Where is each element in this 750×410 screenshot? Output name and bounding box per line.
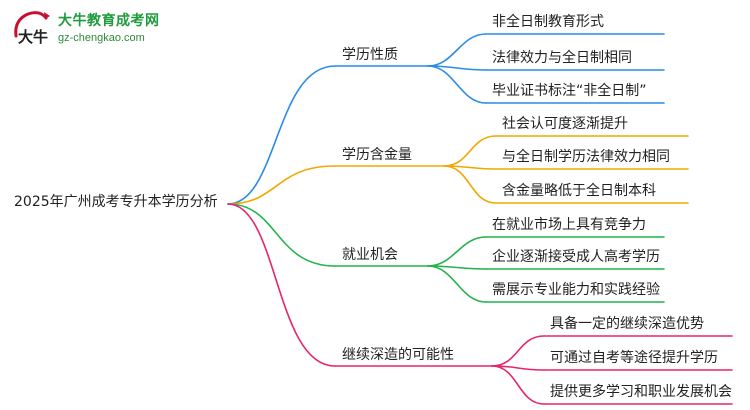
logo-title: 大牛教育成考网: [58, 13, 160, 29]
leaf-label: 提供更多学习和职业发展机会: [550, 384, 732, 400]
logo-mark-icon: 大牛: [14, 11, 50, 46]
branch-to-leaf-connector: [427, 265, 487, 303]
root-to-branch-connector: [227, 203, 336, 367]
leaf-label: 需展示专业能力和实践经验: [492, 282, 660, 298]
leaf-label: 社会认可度逐渐提升: [502, 116, 628, 132]
branch-to-leaf-connector: [427, 65, 487, 104]
leaf-label: 可通过自考等途径提升学历: [550, 350, 718, 366]
leaf-label: 企业逐渐接受成人高考学历: [492, 249, 660, 265]
leaf-label: 具备一定的继续深造优势: [550, 316, 704, 332]
branch-label: 学历性质: [342, 47, 398, 63]
branch-to-leaf-connector: [443, 135, 497, 167]
branch-to-leaf-connector: [491, 335, 545, 367]
branch-to-leaf-connector: [427, 33, 487, 67]
branch-label: 学历含金量: [342, 147, 412, 163]
leaf-label: 法律效力与全日制相同: [492, 50, 632, 66]
branch-label: 继续深造的可能性: [342, 347, 454, 363]
branch-label: 就业机会: [342, 247, 398, 263]
root-to-branch-connector: [227, 65, 336, 205]
root-to-branch-connector: [227, 203, 336, 267]
branch-to-leaf-connector: [491, 365, 545, 405]
leaf-label: 在就业市场上具有竞争力: [492, 217, 646, 233]
branch-to-leaf-connector: [443, 165, 497, 204]
leaf-label: 毕业证书标注“非全日制”: [492, 83, 647, 99]
branch-to-leaf-connector: [427, 236, 487, 267]
leaf-label: 与全日制学历法律效力相同: [502, 149, 670, 165]
leaf-label: 含金量略低于全日制本科: [502, 183, 656, 199]
leaf-label: 非全日制教育形式: [492, 14, 604, 30]
site-logo[interactable]: 大牛 大牛教育成考网 gz-chengkao.com: [10, 6, 210, 52]
logo-url: gz-chengkao.com: [58, 32, 145, 44]
root-to-branch-connector: [227, 165, 336, 205]
logo-mark-text: 大牛: [18, 28, 48, 46]
root-topic: 2025年广州成考专升本学历分析: [14, 194, 218, 210]
